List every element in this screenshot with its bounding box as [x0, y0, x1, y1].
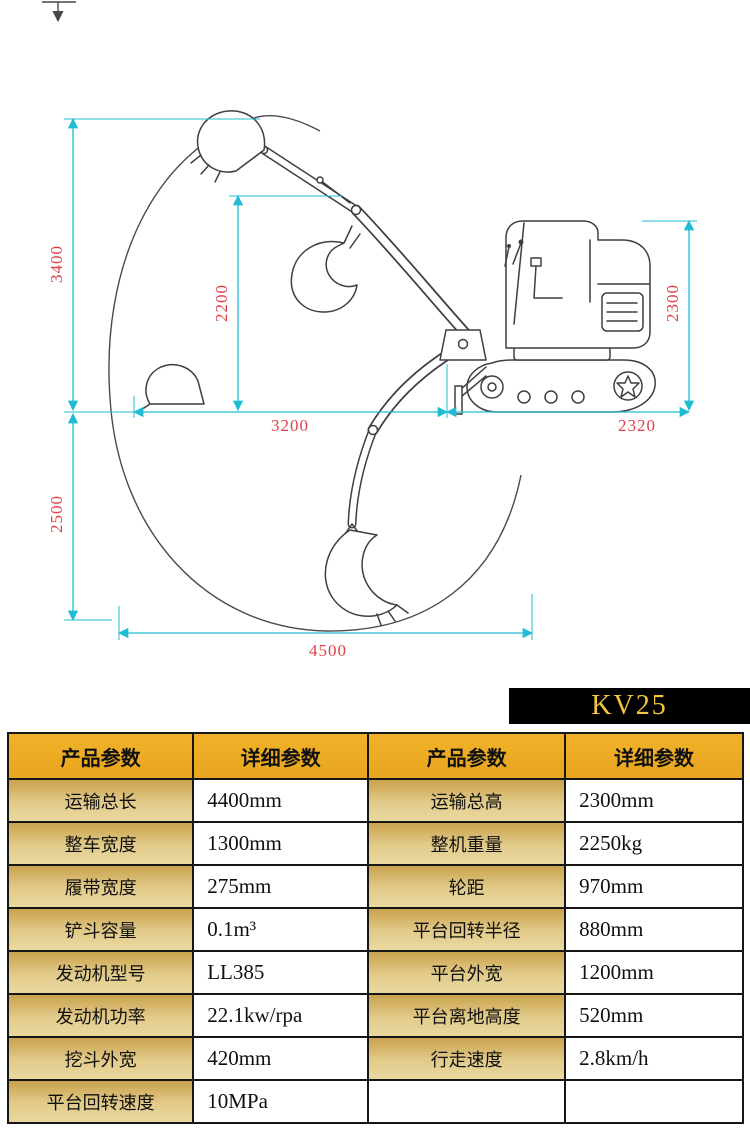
param-value: 520mm — [564, 993, 744, 1038]
param-value: 2300mm — [564, 778, 744, 823]
boom-raised — [259, 145, 474, 342]
table-header-row: 产品参数 详细参数 产品参数 详细参数 — [6, 732, 744, 780]
param-value: 275mm — [192, 864, 370, 909]
empty-cell — [564, 1079, 744, 1124]
model-badge: KV25 — [509, 688, 750, 724]
diagram-svg: 3400 2200 2300 3200 2320 2500 — [42, 1, 697, 660]
boom-lowered — [339, 346, 458, 542]
param-value: 22.1kw/rpa — [192, 993, 370, 1038]
dim-label-3400: 3400 — [47, 245, 66, 283]
param-value: 0.1m³ — [192, 907, 370, 952]
excavator-body — [504, 220, 651, 349]
bucket-raised — [190, 110, 266, 183]
param-name: 发动机功率 — [6, 993, 195, 1038]
param-name: 平台外宽 — [367, 950, 567, 995]
param-value: 1200mm — [564, 950, 744, 995]
dim-label-4500: 4500 — [309, 641, 347, 660]
param-value: 880mm — [564, 907, 744, 952]
excavator-tracks — [466, 359, 656, 413]
param-name: 铲斗容量 — [6, 907, 195, 952]
param-name: 平台离地高度 — [367, 993, 567, 1038]
param-name: 运输总长 — [6, 778, 195, 823]
table-row: 整车宽度 1300mm 整机重量 2250kg — [6, 821, 744, 866]
dim-label-2200: 2200 — [212, 284, 231, 322]
dim-label-2320: 2320 — [618, 416, 656, 435]
param-value: 4400mm — [192, 778, 370, 823]
bucket-ground — [140, 363, 205, 411]
param-name: 发动机型号 — [6, 950, 195, 995]
operator-seat — [530, 257, 563, 299]
bucket-mid — [290, 225, 361, 313]
spec-table: 产品参数 详细参数 产品参数 详细参数 运输总长 4400mm 运输总高 230… — [6, 732, 744, 1124]
param-value: 10MPa — [192, 1079, 370, 1124]
dim-label-2500: 2500 — [47, 495, 66, 533]
col-header-param-2: 产品参数 — [367, 732, 567, 780]
table-row: 履带宽度 275mm 轮距 970mm — [6, 864, 744, 909]
param-name: 行走速度 — [367, 1036, 567, 1081]
param-name: 运输总高 — [367, 778, 567, 823]
param-value: 2250kg — [564, 821, 744, 866]
dim-label-3200: 3200 — [271, 416, 309, 435]
excavator-working-range-diagram: 3400 2200 2300 3200 2320 2500 — [42, 1, 697, 660]
param-name: 履带宽度 — [6, 864, 195, 909]
boom-swing-bracket — [439, 329, 487, 361]
dim-label-2300: 2300 — [663, 284, 682, 322]
table-row: 铲斗容量 0.1m³ 平台回转半径 880mm — [6, 907, 744, 952]
table-row: 平台回转速度 10MPa — [6, 1079, 744, 1124]
param-name: 整机重量 — [367, 821, 567, 866]
param-value: 1300mm — [192, 821, 370, 866]
table-row: 发动机功率 22.1kw/rpa 平台离地高度 520mm — [6, 993, 744, 1038]
param-name: 轮距 — [367, 864, 567, 909]
col-header-param-1: 产品参数 — [6, 732, 195, 780]
model-name: KV25 — [591, 690, 668, 721]
param-value: 2.8km/h — [564, 1036, 744, 1081]
table-row: 运输总长 4400mm 运输总高 2300mm — [6, 778, 744, 823]
model-banner-row: KV25 — [0, 688, 750, 724]
dimension-lines: 3400 2200 2300 3200 2320 2500 — [47, 117, 697, 660]
param-name: 整车宽度 — [6, 821, 195, 866]
param-name: 平台回转速度 — [6, 1079, 195, 1124]
param-value: LL385 — [192, 950, 370, 995]
bucket-lowered — [324, 529, 409, 626]
col-header-value-2: 详细参数 — [564, 732, 744, 780]
control-lever — [518, 239, 524, 245]
empty-cell — [367, 1079, 567, 1124]
param-value: 970mm — [564, 864, 744, 909]
param-value: 420mm — [192, 1036, 370, 1081]
col-header-value-1: 详细参数 — [192, 732, 370, 780]
param-name: 挖斗外宽 — [6, 1036, 195, 1081]
turntable-base — [513, 346, 611, 361]
table-row: 挖斗外宽 420mm 行走速度 2.8km/h — [6, 1036, 744, 1081]
partial-top-arrow — [42, 1, 76, 23]
param-name: 平台回转半径 — [367, 907, 567, 952]
table-row: 发动机型号 LL385 平台外宽 1200mm — [6, 950, 744, 995]
